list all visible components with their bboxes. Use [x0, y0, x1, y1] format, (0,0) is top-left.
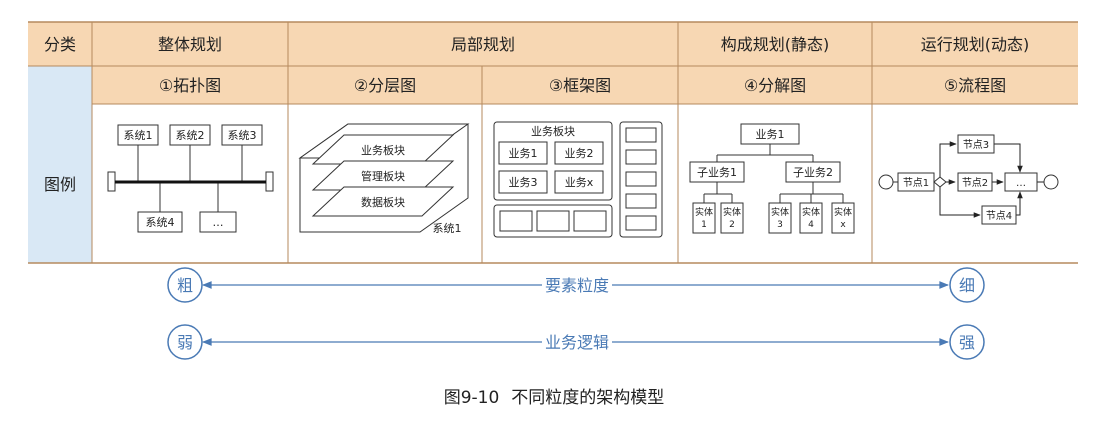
header-category: 分类: [44, 35, 76, 54]
header-local: 局部规划: [451, 35, 515, 54]
topology-node: 系统1: [124, 129, 153, 142]
figure-caption: 图9-10 不同粒度的架构模型: [0, 383, 1108, 408]
logic-scale: 弱 业务逻辑 强: [167, 324, 985, 360]
decomp-sub: 子业务1: [697, 166, 737, 179]
framework-title: 业务板块: [531, 124, 575, 138]
scale-right-label: 细: [959, 276, 975, 295]
flow-node: 节点1: [903, 177, 929, 189]
layer-label: 业务板块: [361, 143, 405, 157]
scale-label: 业务逻辑: [545, 333, 609, 352]
row-label: 图例: [44, 175, 76, 194]
topology-node: 系统4: [146, 216, 175, 229]
topology-node: 系统2: [176, 129, 205, 142]
granularity-scale: 粗 要素粒度 细: [167, 267, 985, 303]
layer-diagram: 业务板块 管理板块 数据板块 系统1: [298, 123, 470, 235]
flow-diagram: 节点1 节点2 节点3 节点4 …: [878, 134, 1059, 225]
framework-diagram: 业务板块 业务1 业务2 业务3 业务x: [493, 121, 663, 238]
scale-right-label: 强: [959, 333, 975, 352]
layer-label: 管理板块: [361, 169, 405, 183]
flow-node: 节点4: [986, 210, 1012, 222]
subheader-flow: ⑤流程图: [944, 76, 1006, 95]
layer-label: 数据板块: [361, 195, 405, 209]
framework-cell: 业务x: [565, 176, 594, 189]
framework-cell: 业务2: [565, 147, 594, 160]
caption-number: 图9-10: [443, 388, 500, 408]
row-label-cell: [28, 66, 92, 263]
header-dynamic: 运行规划(动态): [921, 35, 1030, 54]
subheader-decomposition: ④分解图: [744, 76, 806, 95]
framework-cell: 业务1: [509, 147, 538, 160]
header-row: [28, 22, 1078, 66]
scale-label: 要素粒度: [545, 276, 609, 295]
header-static: 构成规划(静态): [721, 35, 830, 54]
scale-left-label: 弱: [177, 333, 193, 352]
flow-node: …: [1016, 178, 1026, 189]
subheader-layer: ②分层图: [354, 76, 416, 95]
header-overall: 整体规划: [158, 35, 222, 54]
framework-cell: 业务3: [509, 176, 538, 189]
subheader-framework: ③框架图: [549, 76, 611, 95]
topology-node: 系统3: [228, 129, 257, 142]
flow-node: 节点3: [963, 139, 989, 151]
flow-node: 节点2: [962, 177, 988, 189]
table-grid: [28, 21, 1078, 264]
decomp-sub: 子业务2: [793, 166, 833, 179]
caption-title: 不同粒度的架构模型: [511, 388, 665, 408]
topology-diagram: 系统1 系统2 系统3 系统4 …: [107, 124, 274, 233]
subheader-topology: ①拓扑图: [159, 76, 221, 95]
topology-node: …: [213, 216, 224, 229]
layer-system-label: 系统1: [433, 222, 462, 235]
decomp-root: 业务1: [756, 128, 785, 141]
subheader-row: [92, 66, 1078, 104]
scale-left-label: 粗: [177, 276, 193, 295]
